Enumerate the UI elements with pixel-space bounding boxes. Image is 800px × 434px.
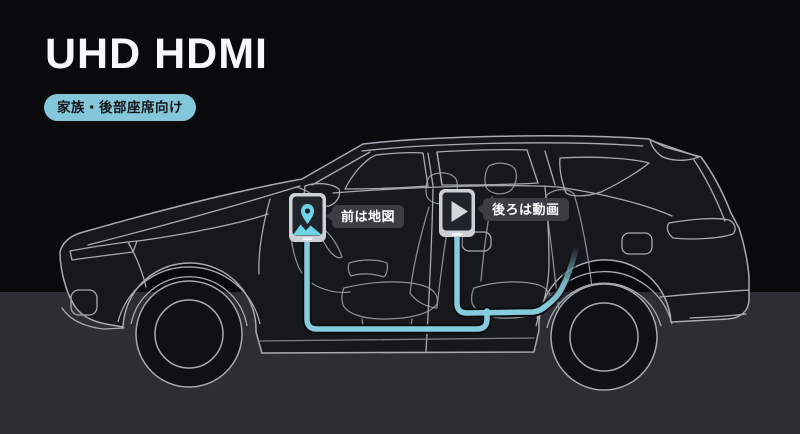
c-pillar [544, 150, 556, 186]
front-arch-outer [117, 266, 261, 325]
car-exterior-lines [61, 139, 750, 353]
bumper-chin [61, 307, 125, 330]
headlight [69, 240, 138, 261]
rear-spoiler [649, 139, 700, 161]
hood-inner-line [87, 185, 301, 246]
map-pin-icon [293, 204, 322, 235]
cable-core [304, 233, 579, 332]
front-arch-lip [130, 276, 248, 327]
quarter-window [559, 156, 650, 197]
callout-front-label: 前は地図 [341, 209, 396, 224]
taillight [666, 217, 736, 240]
rear-seat-headrest [484, 162, 517, 195]
hdmi-cable [302, 231, 581, 334]
rear-door-handle [461, 231, 492, 252]
front-seat-cushion [341, 281, 438, 320]
fog-light [70, 289, 98, 316]
play-icon [451, 201, 468, 222]
callout-rear-label: 後ろは動画 [492, 202, 560, 217]
a-pillar-inner [311, 151, 371, 186]
beltline [332, 185, 673, 217]
front-wheel [117, 266, 261, 388]
front-door-seam [258, 198, 271, 275]
fuel-door [621, 232, 653, 255]
fender-crease [127, 213, 269, 288]
audience-badge: 家族・後部座席向け [44, 94, 196, 121]
front-tire [135, 280, 243, 388]
rear-bumper-lines [659, 289, 750, 319]
rear-tire [550, 283, 658, 391]
tailgate-line [693, 159, 726, 222]
rear-tablet-home-bar [452, 233, 462, 236]
callout-front-map: 前は地図 [325, 205, 405, 228]
roof-inner-line [361, 142, 644, 152]
front-rim [154, 299, 224, 369]
front-tablet-device [289, 193, 326, 242]
front-seat-back [409, 206, 450, 309]
front-door-window [344, 151, 429, 190]
page-title: UHD HDMI [45, 30, 268, 78]
front-tablet-home-bar [302, 237, 313, 241]
rear-door-window [436, 148, 539, 186]
armrest-console [347, 259, 388, 278]
rear-rim [569, 302, 639, 372]
callout-rear-video: 後ろは動画 [477, 198, 569, 221]
rear-tablet-device [439, 189, 475, 237]
rocker-line [257, 337, 535, 342]
